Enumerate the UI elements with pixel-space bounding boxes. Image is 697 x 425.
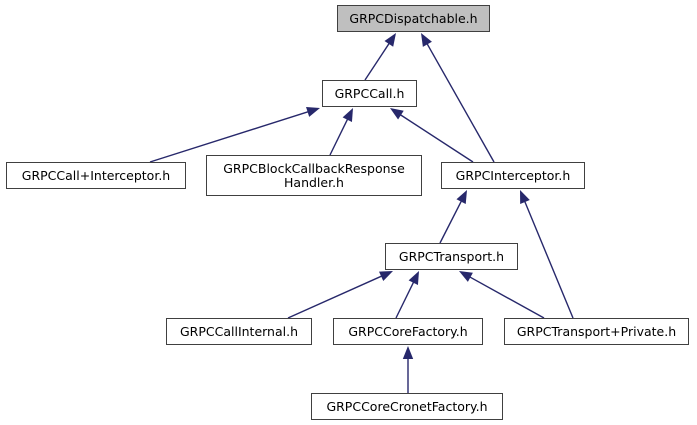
graph-arrowhead-core_cronet_factory-to-core_factory <box>402 346 414 359</box>
graph-node-label: GRPCInterceptor.h <box>455 167 571 183</box>
graph-arrowhead-core_factory-to-transport <box>408 271 419 285</box>
graph-node-dispatchable[interactable]: GRPCDispatchable.h <box>337 5 490 32</box>
graph-arrowhead-transport_private-to-interceptor <box>520 190 530 205</box>
graph-node-call[interactable]: GRPCCall.h <box>322 80 417 107</box>
graph-arrowhead-transport_private-to-transport <box>459 271 473 282</box>
graph-node-core_factory[interactable]: GRPCCoreFactory.h <box>333 318 483 345</box>
graph-node-label: GRPCBlockCallbackResponse Handler.h <box>223 160 405 190</box>
graph-edge-call_interceptor-to-call <box>149 110 310 163</box>
graph-edge-transport_private-to-transport <box>468 275 545 319</box>
graph-edge-call_internal-to-transport <box>287 274 384 319</box>
graph-node-call_interceptor[interactable]: GRPCCall+Interceptor.h <box>6 162 186 189</box>
graph-arrowhead-interceptor-to-dispatchable <box>421 33 432 47</box>
graph-arrowhead-call-to-dispatchable <box>384 33 396 47</box>
graph-arrowhead-interceptor-to-call <box>390 108 404 120</box>
graph-node-label: GRPCCallInternal.h <box>179 323 299 339</box>
graph-node-label: GRPCCall+Interceptor.h <box>21 167 171 183</box>
graph-node-core_cronet_factory[interactable]: GRPCCoreCronetFactory.h <box>311 393 503 420</box>
graph-edge-block_callback-to-call <box>329 117 349 156</box>
graph-node-label: GRPCCoreCronetFactory.h <box>326 398 488 414</box>
graph-node-label: GRPCCoreFactory.h <box>348 323 468 339</box>
graph-arrowhead-block_callback-to-call <box>342 108 353 122</box>
graph-arrowhead-transport-to-interceptor <box>456 190 467 204</box>
graph-node-interceptor[interactable]: GRPCInterceptor.h <box>441 162 585 189</box>
graph-node-label: GRPCTransport.h <box>398 248 505 264</box>
graph-edge-interceptor-to-dispatchable <box>425 42 495 163</box>
graph-node-transport_private[interactable]: GRPCTransport+Private.h <box>504 318 689 345</box>
graph-edge-transport-to-interceptor <box>439 199 463 244</box>
graph-node-label: GRPCTransport+Private.h <box>516 323 677 339</box>
graph-node-call_internal[interactable]: GRPCCallInternal.h <box>166 318 312 345</box>
graph-node-block_callback[interactable]: GRPCBlockCallbackResponse Handler.h <box>206 155 422 196</box>
graph-edge-interceptor-to-call <box>398 113 474 163</box>
graph-arrowhead-call_internal-to-transport <box>379 271 393 282</box>
graph-node-label: GRPCCall.h <box>334 85 405 101</box>
graph-edge-call-to-dispatchable <box>364 41 391 81</box>
graph-edge-core_factory-to-transport <box>395 280 415 319</box>
graph-edge-transport_private-to-interceptor <box>523 199 574 319</box>
graph-arrowhead-call_interceptor-to-call <box>306 106 320 117</box>
graph-node-transport[interactable]: GRPCTransport.h <box>385 243 518 270</box>
graph-node-label: GRPCDispatchable.h <box>349 10 478 26</box>
